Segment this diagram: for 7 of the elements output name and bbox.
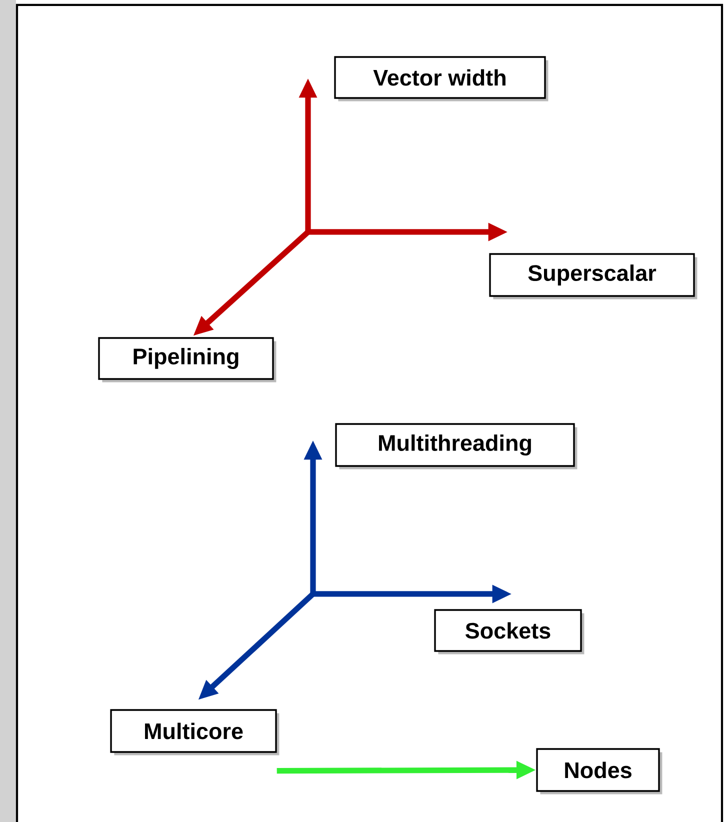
label-box: Multithreading <box>335 423 578 470</box>
label-box: Multicore <box>110 709 280 756</box>
label-box: Sockets <box>434 609 584 654</box>
label-box: Vector width <box>334 56 548 102</box>
label-box: Pipelining <box>98 337 276 382</box>
label-box: Nodes <box>536 748 662 794</box>
label-box: Superscalar <box>489 253 698 300</box>
